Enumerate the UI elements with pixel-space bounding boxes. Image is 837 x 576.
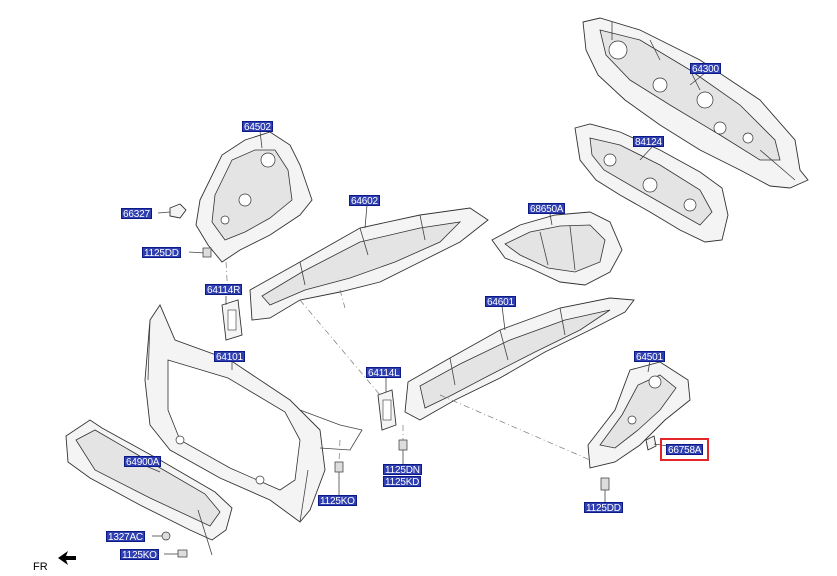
label-1125DD-upper[interactable]: 1125DD [142,247,181,259]
bracket-64114R [221,296,243,341]
nut-1327AC [152,531,171,541]
bracket-66327 [157,203,187,219]
label-1125KO-lower[interactable]: 1125KO [120,549,159,561]
bolt-1125dd-lower [600,477,610,502]
label-64101[interactable]: 64101 [214,351,245,363]
bolt-1125dd-upper [188,247,212,258]
label-1327AC[interactable]: 1327AC [106,531,145,543]
carrier-64101 [144,304,363,523]
panel-68650A [491,211,623,286]
label-64114L[interactable]: 64114L [366,367,402,379]
side-member-64601 [404,297,635,421]
dash-lower-84124 [574,123,729,243]
label-68650A[interactable]: 68650A [528,203,566,215]
assembly-lines [225,261,591,463]
label-64602[interactable]: 64602 [349,195,380,207]
label-64502[interactable]: 64502 [242,121,273,133]
label-64114R[interactable]: 64114R [205,284,243,296]
label-84124[interactable]: 84124 [633,136,664,148]
bracket-66758A [645,435,669,451]
front-marker-text: FR [33,561,48,573]
label-64900A[interactable]: 64900A [124,456,162,468]
fender-apron-64501 [587,361,691,469]
label-1125DD-lower[interactable]: 1125DD [584,502,623,514]
label-64300[interactable]: 64300 [690,63,721,75]
dash-panel-64300 [582,17,809,189]
label-66327[interactable]: 66327 [121,208,152,220]
bracket-64114L [377,378,397,431]
front-arrow-icon [58,551,76,565]
bumper-beam-64900A [65,419,233,556]
label-64601[interactable]: 64601 [485,296,516,308]
side-member-64602 [249,207,489,321]
label-64501[interactable]: 64501 [634,351,665,363]
fender-apron-64502 [195,131,313,263]
label-1125KO-mid[interactable]: 1125KO [318,495,357,507]
bolt-1125ko-mid [334,461,344,496]
leader-lines [145,72,706,473]
label-1125KD[interactable]: 1125KD [383,476,422,488]
bolt-1125ko-lower [164,549,188,558]
label-1125DN[interactable]: 1125DN [383,464,422,476]
bolt-1125dn [398,439,408,466]
label-66758A[interactable]: 66758A [659,438,710,461]
